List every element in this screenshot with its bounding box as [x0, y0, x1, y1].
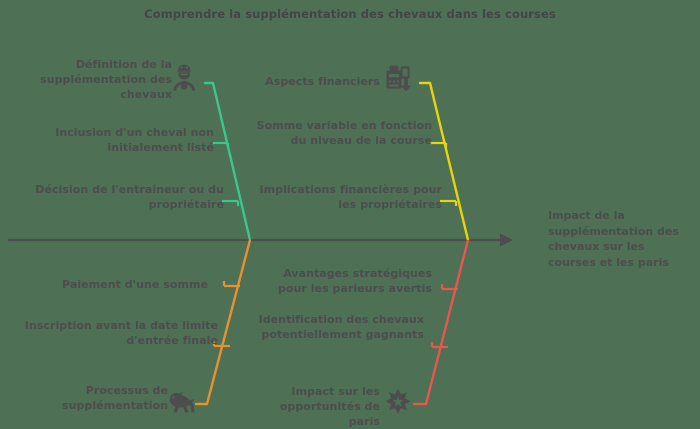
cause-financial-2: Implications financières pour les propri… [259, 183, 442, 211]
cause-definition-1: Inclusion d'un cheval non initialement l… [55, 126, 214, 154]
cause-definition-2: Décision de l'entraîneur ou du propriéta… [35, 183, 224, 211]
cause-process-2: Inscription avant la date limite d'entré… [24, 319, 218, 347]
branch-title-definition: Définition de la supplémentation des che… [40, 58, 172, 101]
running-horse-icon [168, 390, 198, 420]
page-title: Comprendre la supplémentation des chevau… [144, 7, 556, 21]
effect-head-label: Impact de la supplémentation des chevaux… [548, 209, 679, 269]
rosette-star-icon [383, 388, 413, 422]
cause-financial-1: Somme variable en fonction du niveau de … [256, 119, 432, 147]
money-cash-icon [385, 63, 415, 96]
cause-process-1: Paiement d'une somme [62, 278, 208, 291]
main-spine [8, 233, 513, 247]
branch-title-financial: Aspects financiers [265, 75, 380, 88]
branch-line-definition [203, 81, 252, 241]
branch-title-process: Processus de supplémentation [62, 384, 168, 412]
cause-betting-2: Identification des chevaux potentielleme… [258, 313, 424, 341]
jockey-person-icon [172, 64, 198, 96]
branch-line-financial [418, 81, 470, 241]
cause-betting-1: Avantages stratégiques pour les parieurs… [277, 267, 432, 295]
branch-title-betting: Impact sur les opportunités de paris [279, 385, 380, 428]
